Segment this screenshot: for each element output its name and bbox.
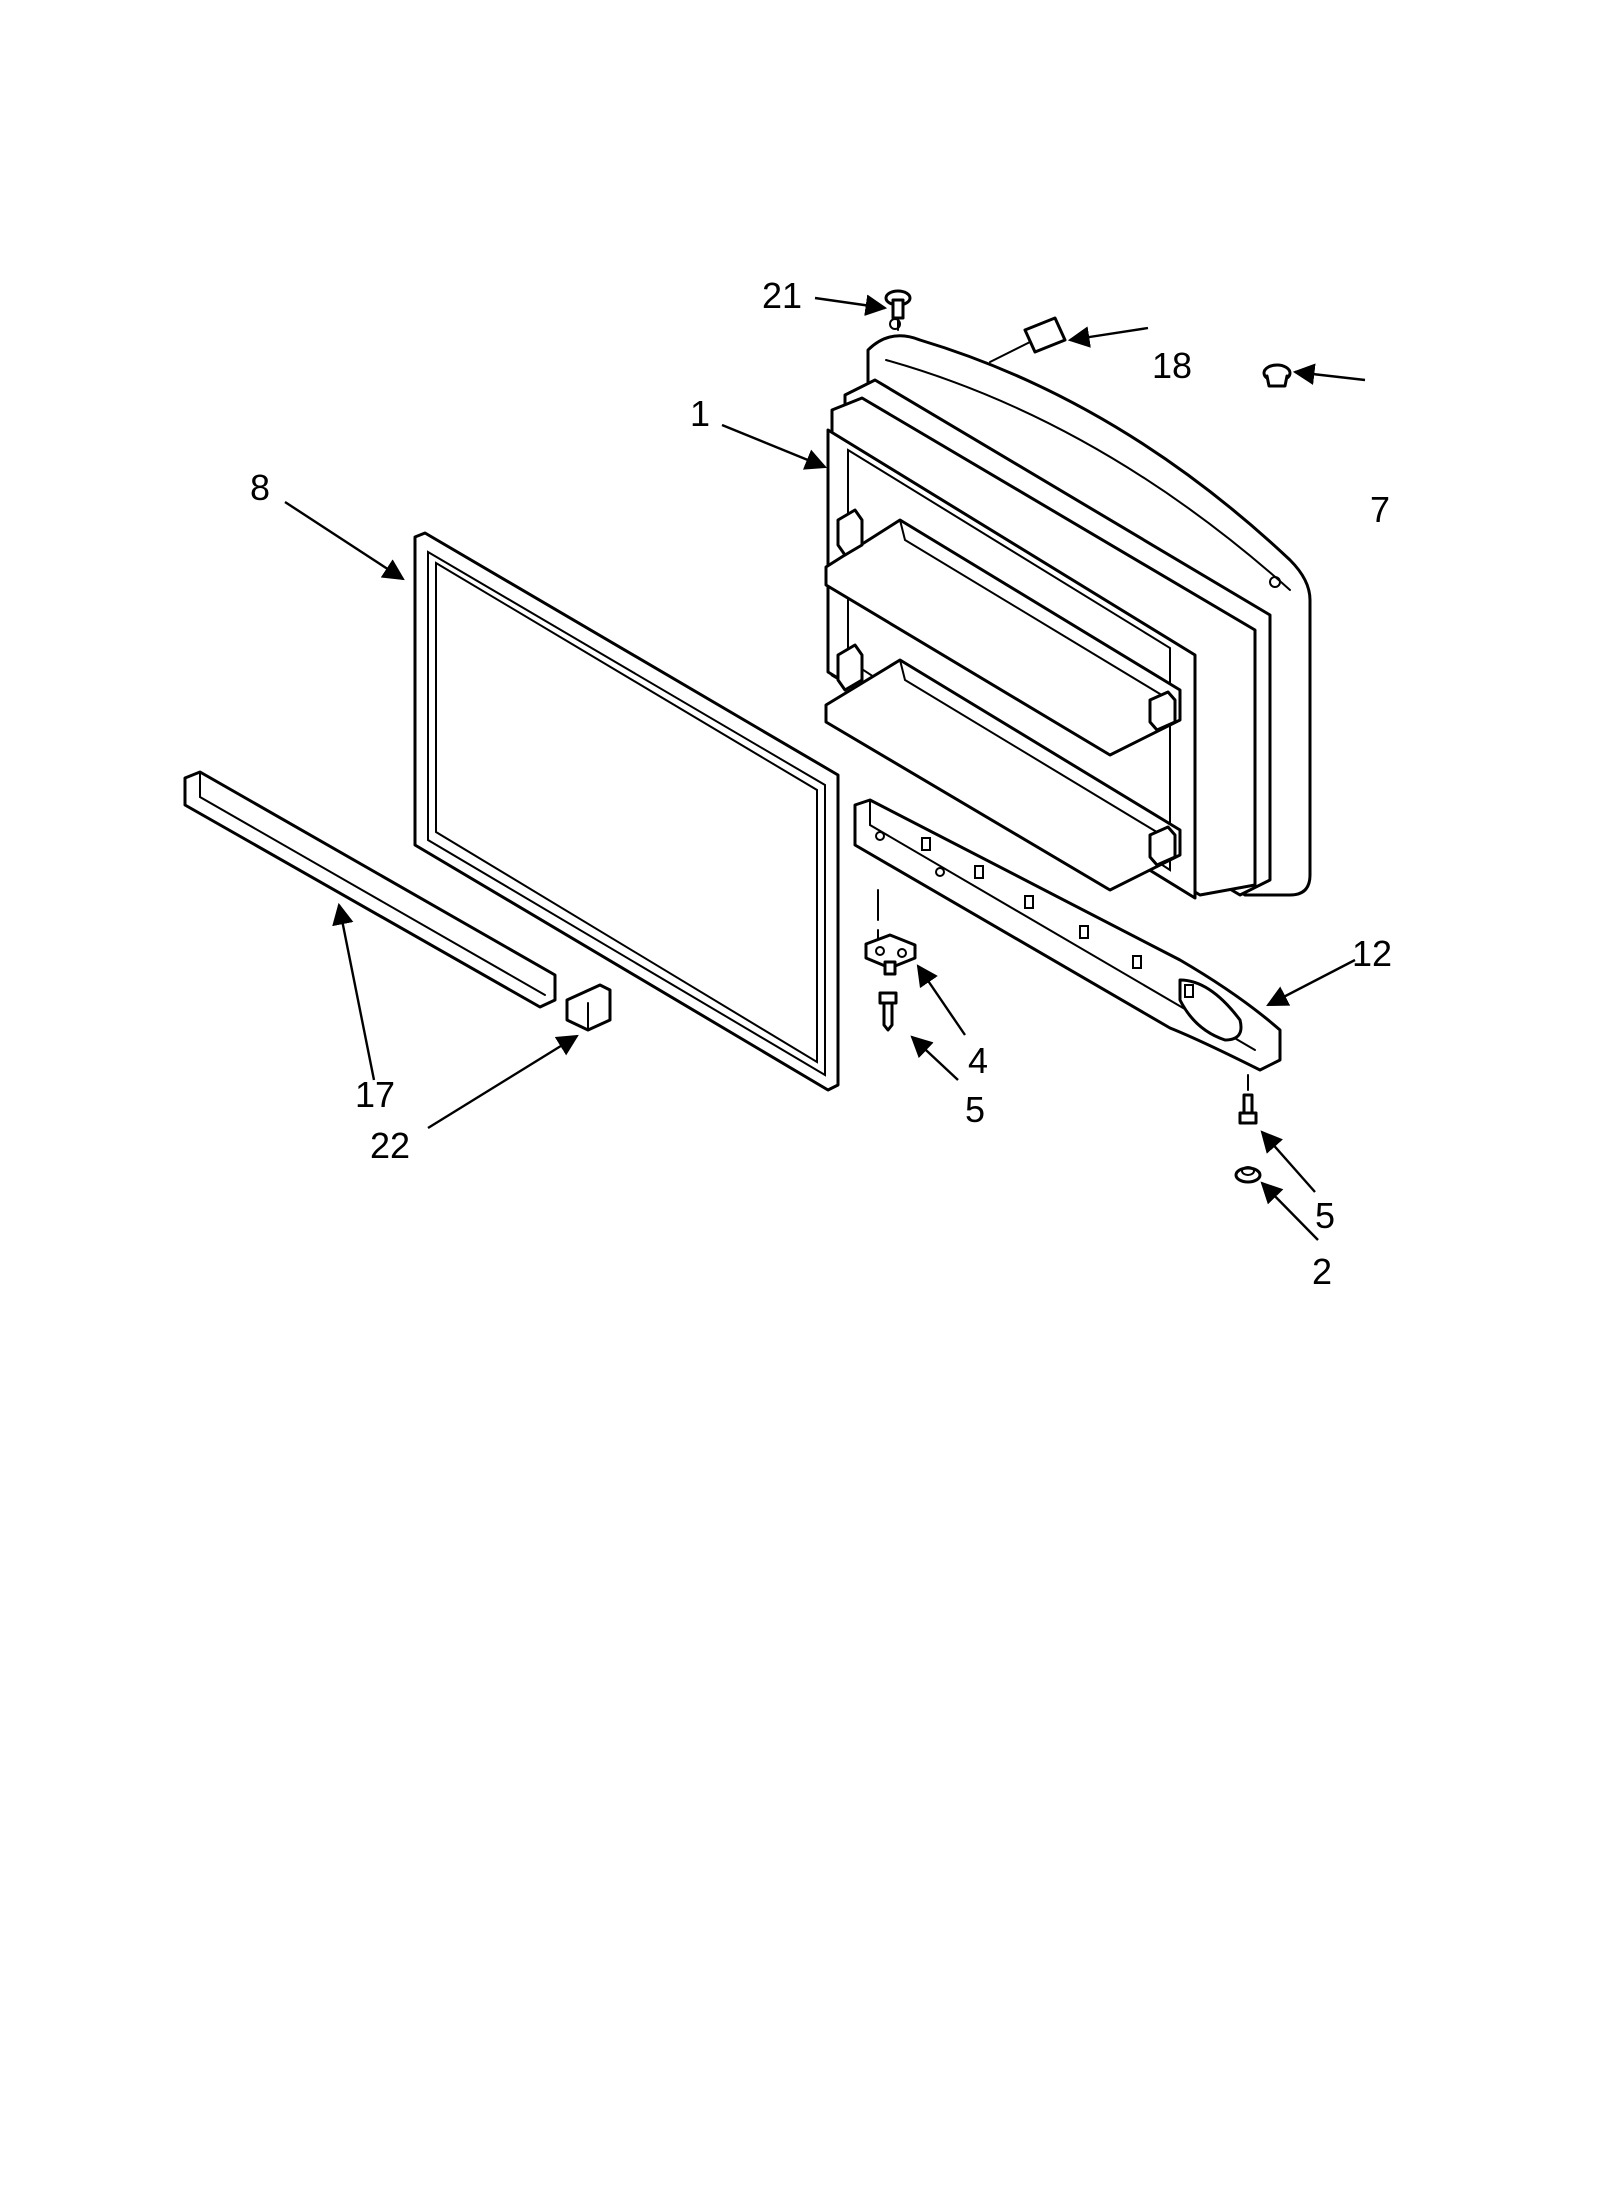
callout-22: 22 xyxy=(370,1125,410,1166)
callout-21: 21 xyxy=(762,275,802,316)
trim-strip-part xyxy=(183,770,557,1009)
leader-8 xyxy=(284,500,405,581)
callout-1: 1 xyxy=(690,393,710,434)
door-handle-part xyxy=(853,798,1282,1072)
plug-part xyxy=(1262,363,1292,388)
label-part xyxy=(989,316,1067,363)
leader-4 xyxy=(916,964,966,1036)
callout-17: 17 xyxy=(355,1074,395,1115)
leader-21 xyxy=(814,294,888,316)
callout-4: 4 xyxy=(968,1040,988,1081)
leader-18 xyxy=(1067,326,1149,348)
leader-1 xyxy=(721,423,828,470)
door-liner-part xyxy=(824,318,1312,900)
leader-12 xyxy=(1266,958,1356,1007)
leader-5a xyxy=(910,1035,959,1081)
door-gasket-part xyxy=(413,531,840,1092)
leader-22 xyxy=(427,1034,579,1130)
callout-2: 2 xyxy=(1312,1251,1332,1292)
callout-labels: 21 18 1 7 8 12 4 5 17 22 5 2 xyxy=(250,275,1392,1292)
screw-right-part xyxy=(1238,1074,1258,1125)
leader-5b xyxy=(1260,1130,1316,1193)
screw-left-part xyxy=(878,991,898,1032)
leader-lines xyxy=(284,294,1366,1241)
callout-18: 18 xyxy=(1152,345,1192,386)
callout-8: 8 xyxy=(250,467,270,508)
callout-5-right: 5 xyxy=(1315,1195,1335,1236)
leader-17 xyxy=(332,902,376,1081)
leader-2 xyxy=(1260,1181,1319,1241)
callout-7: 7 xyxy=(1370,489,1390,530)
leader-7 xyxy=(1292,363,1366,385)
callout-5-left: 5 xyxy=(965,1089,985,1130)
bottom-hinge-part xyxy=(864,889,917,976)
trim-end-cap-part xyxy=(565,983,612,1032)
callout-12: 12 xyxy=(1352,933,1392,974)
washer-part xyxy=(1234,1166,1262,1184)
